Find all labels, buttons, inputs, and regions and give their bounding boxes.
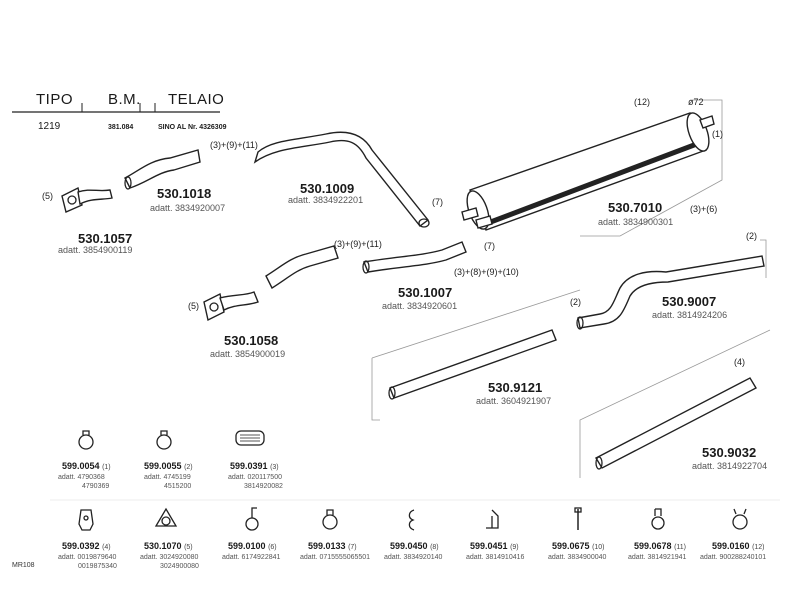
small-part-599-0055-code: 599.0055 (2)	[144, 461, 193, 472]
clamp-icon	[78, 430, 94, 450]
header-tipo-label: TIPO	[36, 91, 74, 108]
part-530-7010-note-1: (1)	[712, 129, 723, 139]
part-530-1057-drawing	[61, 186, 113, 213]
part-530-9121-drawing	[371, 289, 581, 421]
small-part-599-0160-code: 599.0160 (12)	[712, 541, 765, 552]
part-530-9032-note: (4)	[734, 357, 745, 367]
bolt-icon	[574, 507, 582, 530]
small-part-599-0054-code: 599.0054 (1)	[62, 461, 111, 472]
part-530-1007-note: (3)+(9)+(11)	[334, 239, 382, 249]
small-part-599-0392-code: 599.0392 (4)	[62, 541, 111, 552]
hook-icon	[408, 509, 415, 531]
small-part-599-0392-adatt: adatt. 0019879640	[58, 554, 117, 561]
small-part-599-0054-adatt: adatt. 4790368	[58, 474, 105, 481]
part-530-1057-adatt: adatt. 3854900119	[58, 245, 133, 255]
part-530-7010-note-7: (7)	[484, 241, 495, 251]
small-part-599-0055-adatt: adatt. 4745199	[144, 474, 191, 481]
small-part-599-0054-adatt2: 4790369	[82, 483, 110, 490]
small-part-599-0675-adatt: adatt. 3834900040	[548, 554, 607, 561]
part-530-1058-adatt: adatt. 3854900019	[210, 349, 286, 359]
small-part-599-0391-adatt: adatt. 020117500	[228, 474, 282, 481]
part-530-1018-drawing	[124, 149, 201, 190]
small-part-599-0675-code: 599.0675 (10)	[552, 541, 605, 552]
part-530-7010-adatt: adatt. 3834900301	[598, 217, 674, 227]
small-part-599-0451-adatt: adatt. 3814910416	[466, 554, 525, 561]
part-530-1058-note: (5)	[188, 301, 199, 311]
header-telaio-label: TELAIO	[168, 91, 225, 108]
part-530-9007-note-a: (2)	[746, 231, 757, 241]
small-part-599-0133-adatt: adatt. 0715555065501	[300, 554, 371, 561]
part-530-9032-adatt: adatt. 3814922704	[692, 461, 768, 471]
part-530-7010-note-36: (3)+(6)	[690, 204, 718, 214]
diagram-reference: MR108	[12, 562, 35, 569]
part-530-1009-note2: (7)	[432, 197, 443, 207]
part-530-7010-code: 530.7010	[608, 200, 663, 215]
header-bm-value: 381.084	[108, 124, 134, 131]
part-530-1058-drawing	[203, 245, 339, 322]
part-530-9007-note-b: (2)	[570, 297, 581, 307]
part-530-9007-drawing	[576, 239, 767, 330]
part-530-1007-drawing	[362, 241, 467, 274]
part-530-1058-code: 530.1058	[224, 333, 279, 348]
small-part-599-0391-code: 599.0391 (3)	[230, 461, 279, 472]
small-part-599-0392-adatt2: 0019875340	[78, 563, 117, 570]
small-part-530-1070-adatt: adatt. 3024920080	[140, 554, 199, 561]
part-530-9121-adatt: adatt. 3604921907	[476, 396, 552, 406]
small-part-599-0133-code: 599.0133 (7)	[308, 541, 357, 552]
part-530-1009-adatt: adatt. 3834922201	[288, 195, 364, 205]
part-530-9007-code: 530.9007	[662, 294, 717, 309]
part-530-1007-adatt: adatt. 3834920601	[382, 301, 458, 311]
small-part-530-1070-adatt2: 3024900080	[160, 563, 199, 570]
part-530-7010-note-top: (12)	[634, 97, 651, 107]
clamp-icon	[156, 430, 172, 450]
small-part-599-0678-code: 599.0678 (11)	[634, 541, 686, 552]
header-tipo-value: 1219	[38, 121, 61, 132]
small-part-599-0100-adatt: adatt. 6174922841	[222, 554, 281, 561]
rubber-mount-icon	[78, 509, 94, 531]
small-part-599-0678-adatt: adatt. 3814921941	[628, 554, 687, 561]
small-part-599-0391-adatt2: 3814920082	[244, 483, 283, 490]
part-530-1007-note2: (3)+(8)+(9)+(10)	[454, 267, 519, 277]
part-530-7010-drawing	[461, 99, 723, 237]
clamp-icon	[322, 509, 338, 530]
small-part-599-0055-adatt2: 4515200	[164, 483, 192, 490]
part-530-1057-code: 530.1057	[78, 231, 133, 246]
part-530-9121-code: 530.9121	[488, 380, 543, 395]
part-530-1009-note: (3)+(9)+(11)	[210, 140, 258, 150]
small-part-599-0450-adatt: adatt. 3834920140	[384, 554, 443, 561]
spring-clip-icon	[651, 508, 665, 530]
part-530-7010-note-phi: ø72	[688, 97, 704, 107]
part-530-9007-adatt: adatt. 3814924206	[652, 310, 728, 320]
part-530-1009-code: 530.1009	[300, 181, 355, 196]
part-530-1018-adatt: adatt. 3834920007	[150, 203, 226, 213]
ring-clamp-icon	[732, 508, 748, 530]
small-part-530-1070-code: 530.1070 (5)	[144, 541, 193, 552]
small-part-599-0100-code: 599.0100 (6)	[228, 541, 277, 552]
hanger-icon	[245, 507, 259, 531]
flange-gasket-icon	[154, 507, 178, 527]
part-530-1007-code: 530.1007	[398, 285, 453, 300]
bracket-icon	[486, 509, 499, 529]
small-part-599-0160-adatt: adatt. 900288240101	[700, 554, 767, 561]
header-bm-label: B.M.	[108, 91, 141, 108]
part-530-9032-code: 530.9032	[702, 445, 757, 460]
header-telaio-value: SINO AL Nr. 4326309	[158, 124, 227, 131]
part-530-1057-note: (5)	[42, 191, 53, 201]
small-part-599-0451-code: 599.0451 (9)	[470, 541, 519, 552]
small-part-599-0450-code: 599.0450 (8)	[390, 541, 439, 552]
gasket-icon	[235, 430, 265, 446]
part-530-1009-drawing	[253, 131, 430, 228]
part-530-9032-drawing	[579, 329, 771, 478]
part-530-1018-code: 530.1018	[157, 186, 212, 201]
